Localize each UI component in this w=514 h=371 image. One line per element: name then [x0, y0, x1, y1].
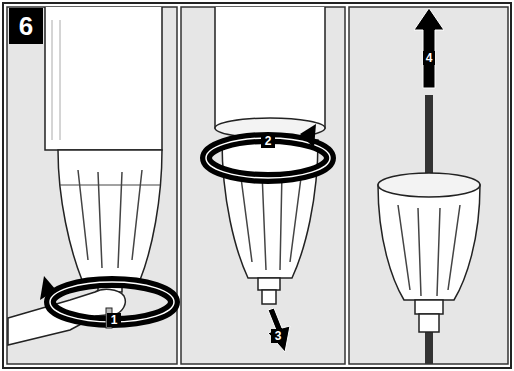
step-number: 6: [9, 8, 43, 44]
callout-number: 4: [423, 51, 435, 65]
callout-number: 3: [271, 329, 285, 343]
callout-number: 1: [107, 313, 121, 327]
callout-number: 2: [261, 134, 275, 148]
